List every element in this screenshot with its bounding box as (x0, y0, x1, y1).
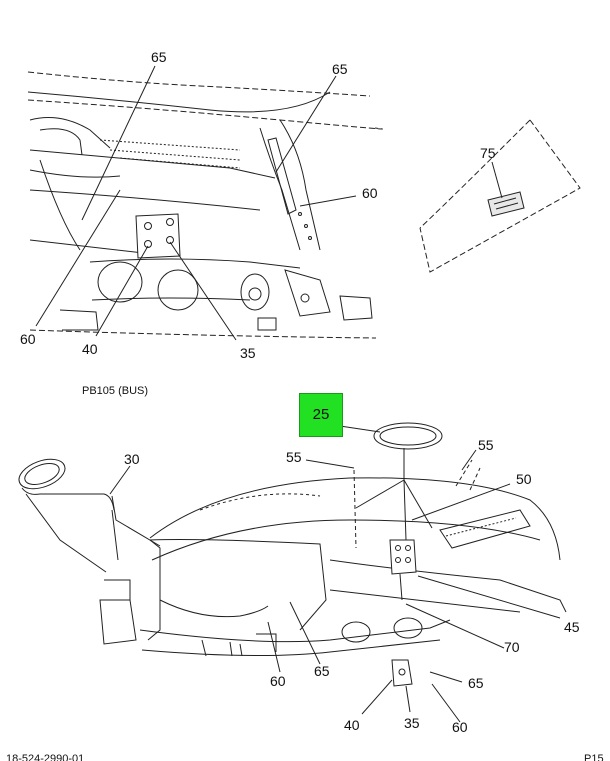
callout-50: 50 (516, 471, 532, 487)
top-detail-drawing (27, 71, 383, 339)
callout-35-b: 35 (404, 715, 420, 731)
callout-30: 30 (124, 451, 140, 467)
callout-75: 75 (480, 145, 496, 161)
callout-70: 70 (504, 639, 520, 655)
highlighted-part-label: 25 (312, 406, 330, 423)
callout-55-a: 55 (286, 449, 302, 465)
callout-65-d: 65 (468, 675, 484, 691)
callout-65-c: 65 (314, 663, 330, 679)
callout-40-b: 40 (344, 717, 360, 733)
callout-60-a: 60 (362, 185, 378, 201)
bottom-callouts: 30 55 55 50 45 70 60 65 65 40 35 60 (124, 437, 580, 735)
footer-right-code: P15 (584, 753, 604, 761)
callout-35: 35 (240, 345, 256, 361)
top-leader-lines (35, 65, 357, 341)
label-inset-drawing (419, 119, 581, 273)
highlighted-part-25[interactable]: 25 (299, 393, 343, 437)
footer-left-code: 18-524-2990-01 (6, 753, 84, 761)
bottom-detail-drawing (18, 422, 567, 687)
callout-55-b: 55 (478, 437, 494, 453)
callout-60-b: 60 (20, 331, 36, 347)
callout-60-d: 60 (452, 719, 468, 735)
callout-40: 40 (82, 341, 98, 357)
callout-45: 45 (564, 619, 580, 635)
callout-60-c: 60 (270, 673, 286, 689)
callout-65-a: 65 (151, 49, 167, 65)
callout-65-b: 65 (332, 61, 348, 77)
top-callouts: 65 65 60 60 40 35 75 (20, 49, 496, 361)
section-label: PB105 (BUS) (82, 385, 148, 397)
bottom-leader-lines (109, 425, 561, 723)
